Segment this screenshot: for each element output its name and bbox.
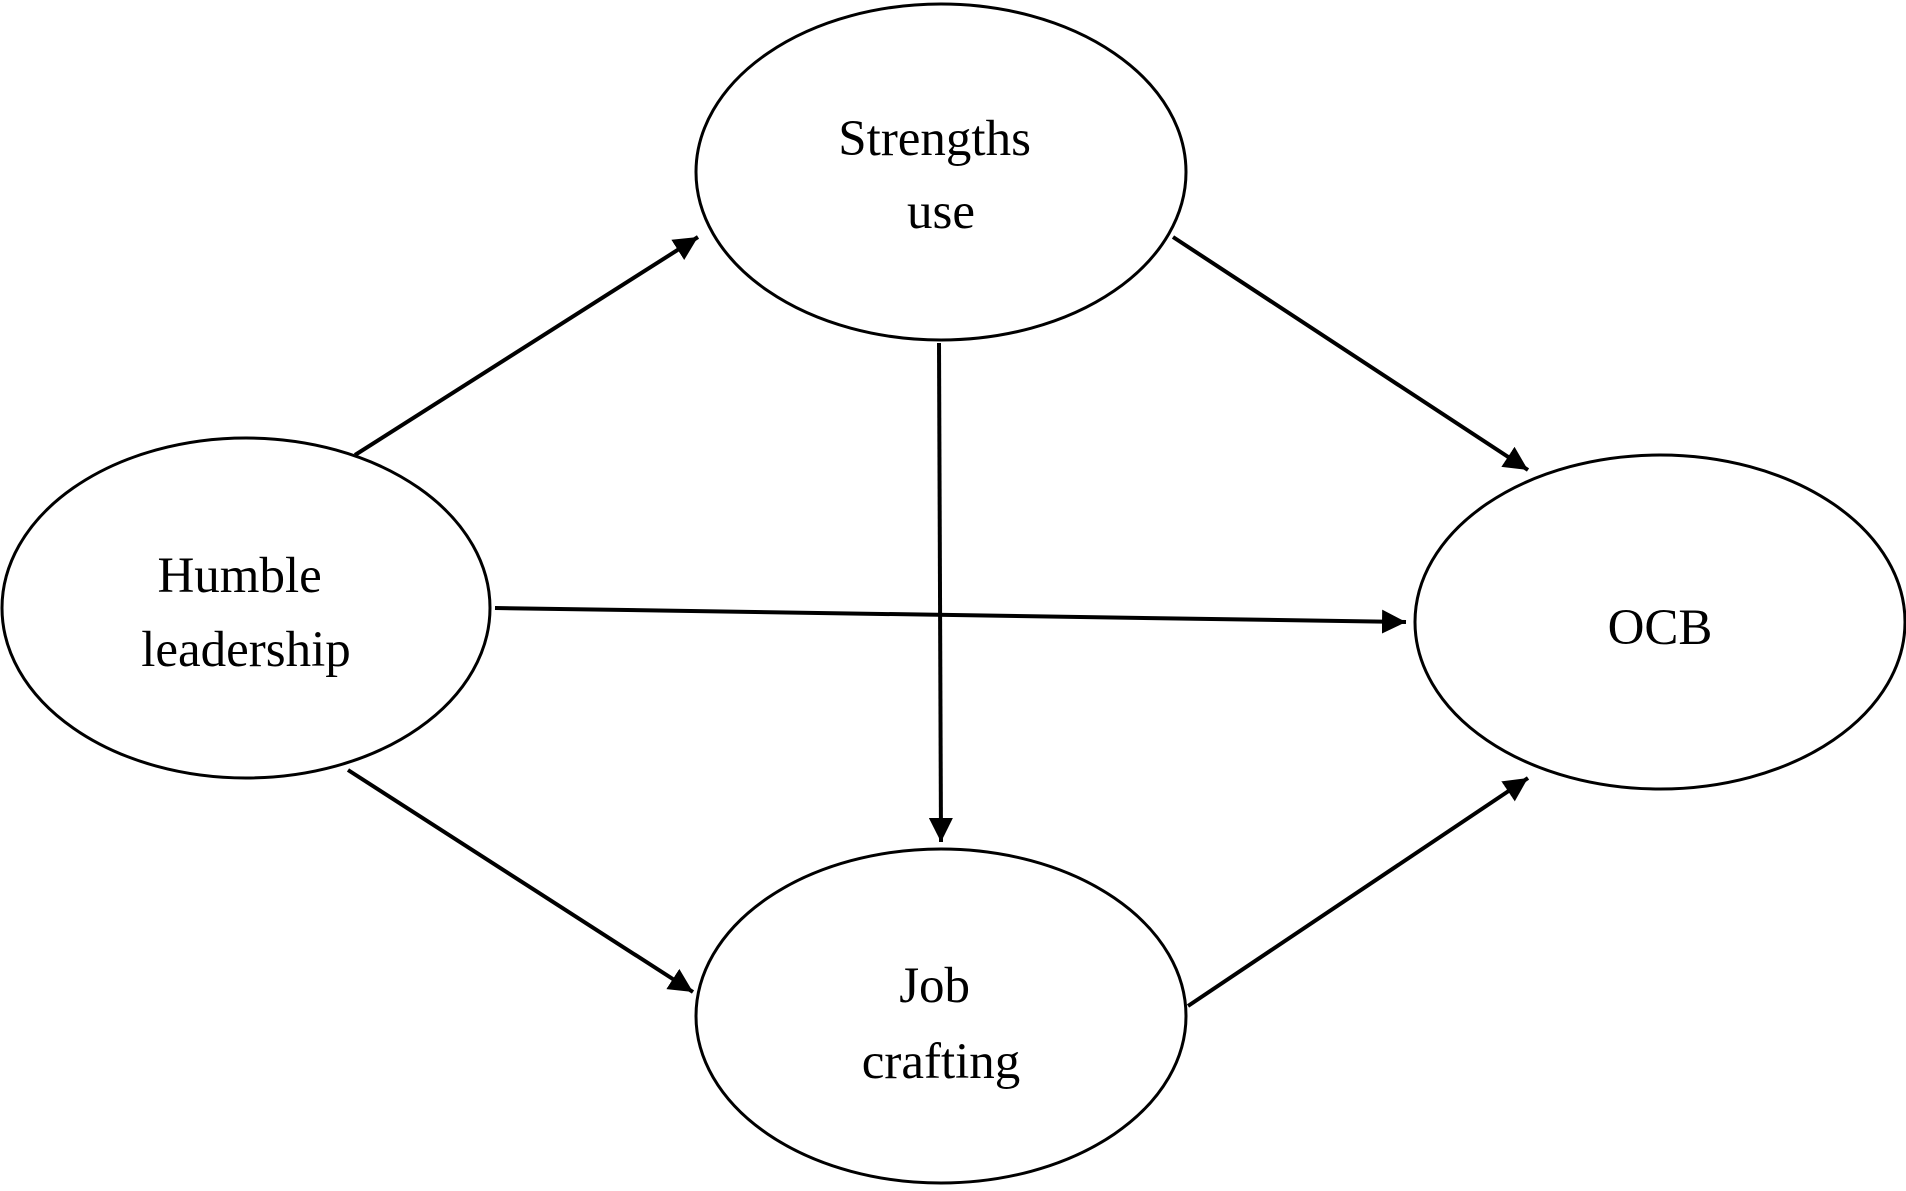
node-ocb-line1: OCB (1608, 600, 1713, 656)
edge-humble-to-jobcrafting (346, 768, 695, 994)
node-strengths-use: Strengths use (694, 2, 1188, 342)
node-strengths-use-shape (694, 2, 1188, 342)
node-job-crafting-line1: Job (899, 958, 970, 1014)
node-ocb: OCB (1413, 453, 1906, 791)
edge-humble-to-ocb (494, 606, 1407, 634)
node-humble-leadership-label: Humble leadership (141, 548, 351, 678)
edge-strengths-to-jobcrafting (928, 342, 953, 843)
edge-strengths-to-ocb (1171, 235, 1530, 472)
node-humble-leadership-line2: leadership (141, 622, 351, 678)
node-job-crafting-line2: crafting (862, 1034, 1021, 1090)
node-strengths-use-line2: use (907, 184, 975, 240)
edge-humble-to-strengths (353, 235, 700, 457)
node-humble-leadership-line1: Humble (157, 548, 321, 604)
node-humble-leadership: Humble leadership (0, 436, 492, 780)
node-humble-leadership-shape (0, 436, 492, 780)
node-job-crafting: Job crafting (694, 847, 1188, 1185)
edge-jobcrafting-to-ocb (1186, 776, 1530, 1008)
node-job-crafting-label: Job crafting (862, 958, 1021, 1090)
node-job-crafting-shape (694, 847, 1188, 1185)
node-strengths-use-label: Strengths use (838, 111, 1043, 240)
node-ocb-shape (1413, 453, 1906, 791)
node-strengths-use-line1: Strengths (838, 111, 1031, 167)
node-ocb-label: OCB (1608, 600, 1713, 656)
